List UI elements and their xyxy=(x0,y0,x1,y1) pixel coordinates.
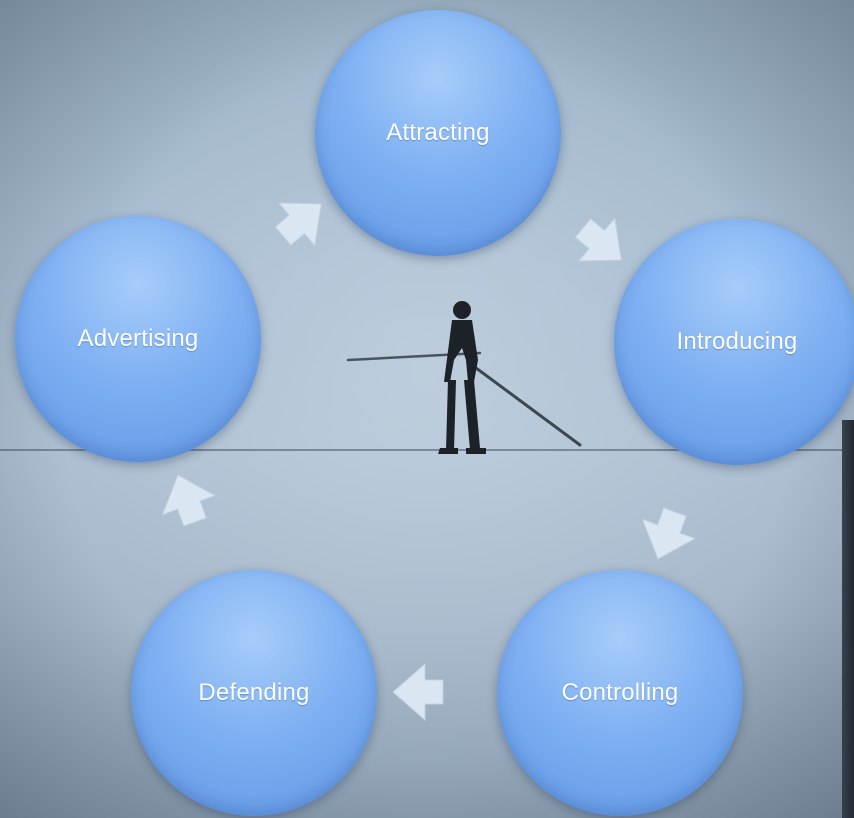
node-attracting: Attracting xyxy=(315,10,561,256)
node-defending-label: Defending xyxy=(198,679,310,706)
arrow-introducing-to-controlling xyxy=(640,480,710,560)
tightrope-line xyxy=(0,449,854,451)
node-advertising: Advertising xyxy=(15,216,261,462)
rope-post xyxy=(842,420,854,818)
node-introducing-label: Introducing xyxy=(676,328,798,355)
arrow-controlling-to-defending xyxy=(392,660,478,724)
node-controlling-label: Controlling xyxy=(561,679,679,706)
node-controlling: Controlling xyxy=(497,570,743,816)
node-advertising-label: Advertising xyxy=(77,325,199,352)
arrow-attracting-to-introducing xyxy=(548,196,622,262)
node-defending: Defending xyxy=(131,570,377,816)
tightrope-walker-image xyxy=(346,301,582,454)
arrow-defending-to-advertising xyxy=(160,474,230,554)
arrow-advertising-to-attracting xyxy=(248,202,322,268)
node-introducing: Introducing xyxy=(614,219,854,465)
node-attracting-label: Attracting xyxy=(386,119,490,146)
